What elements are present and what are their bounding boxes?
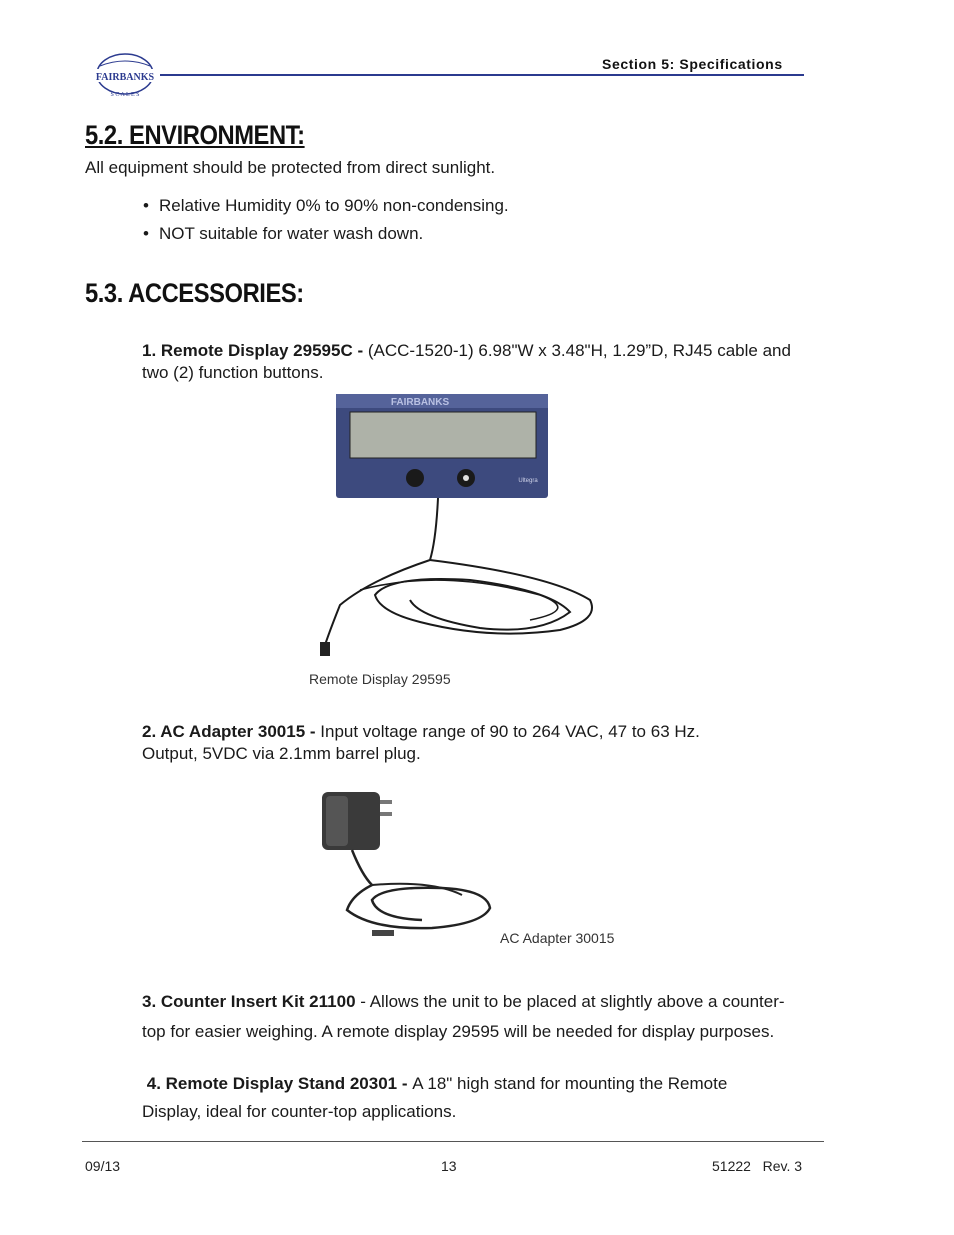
footer-date: 09/13 xyxy=(85,1158,121,1174)
accessory-item-counter-insert: 3. Counter Insert Kit 21100 - Allows the… xyxy=(142,987,872,1047)
item-desc-2: top for easier weighing. A remote displa… xyxy=(142,1022,775,1041)
logo-text: FAIRBANKS xyxy=(96,72,155,83)
logo-subtext: S C A L E S xyxy=(111,92,140,98)
accessories-heading: 5.3. ACCESSORIES: xyxy=(85,278,304,308)
remote-display-caption: Remote Display 29595 xyxy=(309,671,451,687)
section-label: Section 5: Specifications xyxy=(602,56,783,72)
item-desc-2: Output, 5VDC via 2.1mm barrel plug. xyxy=(142,744,421,763)
bullet-dot: • xyxy=(143,196,149,215)
accessory-item-remote-display: 1. Remote Display 29595C - (ACC-1520-1) … xyxy=(142,340,862,384)
item-desc: (ACC-1520-1) 6.98"W x 3.48"H, 1.29”D, RJ… xyxy=(367,341,791,360)
display-brand: FAIRBANKS xyxy=(391,397,450,408)
display-model: Ultegra xyxy=(518,478,538,484)
accessory-item-display-stand: 4. Remote Display Stand 20301 - A 18" hi… xyxy=(142,1070,862,1126)
bullet-text: Relative Humidity 0% to 90% non-condensi… xyxy=(159,196,509,215)
fairbanks-logo: FAIRBANKS S C A L E S xyxy=(92,52,158,100)
footer-page-number: 13 xyxy=(441,1158,457,1174)
footer-rule xyxy=(82,1141,824,1142)
environment-heading: 5.2. ENVIRONMENT: xyxy=(85,120,305,151)
item-desc: A 18" high stand for mounting the Remote xyxy=(412,1074,728,1093)
bullet-text: NOT suitable for water wash down. xyxy=(159,224,424,243)
item-title: 1. Remote Display 29595C - xyxy=(142,341,368,360)
environment-bullet: • Relative Humidity 0% to 90% non-condens… xyxy=(143,195,509,217)
environment-heading-text: 5.2. ENVIRONMENT: xyxy=(85,120,305,150)
header-rule xyxy=(160,74,804,76)
ac-adapter-image xyxy=(312,790,497,945)
accessory-item-ac-adapter: 2. AC Adapter 30015 - Input voltage rang… xyxy=(142,721,862,765)
item-desc: Input voltage range of 90 to 264 VAC, 47… xyxy=(320,722,700,741)
bullet-dot: • xyxy=(143,224,149,243)
item-desc-2: two (2) function buttons. xyxy=(142,363,324,382)
item-desc: - Allows the unit to be placed at slight… xyxy=(355,992,785,1011)
environment-intro: All equipment should be protected from d… xyxy=(85,158,496,177)
footer-doc-number: 51222 Rev. 3 xyxy=(712,1158,803,1174)
item-title: 3. Counter Insert Kit 21100 xyxy=(142,992,356,1011)
environment-bullet: • NOT suitable for water wash down. xyxy=(143,223,423,245)
ac-adapter-caption: AC Adapter 30015 xyxy=(500,930,615,946)
remote-display-image: FAIRBANKS Ultegra xyxy=(300,390,610,665)
item-desc-2: Display, ideal for counter-top applicati… xyxy=(142,1102,457,1121)
item-title: 2. AC Adapter 30015 - xyxy=(142,722,321,741)
item-title: 4. Remote Display Stand 20301 - xyxy=(146,1074,413,1093)
